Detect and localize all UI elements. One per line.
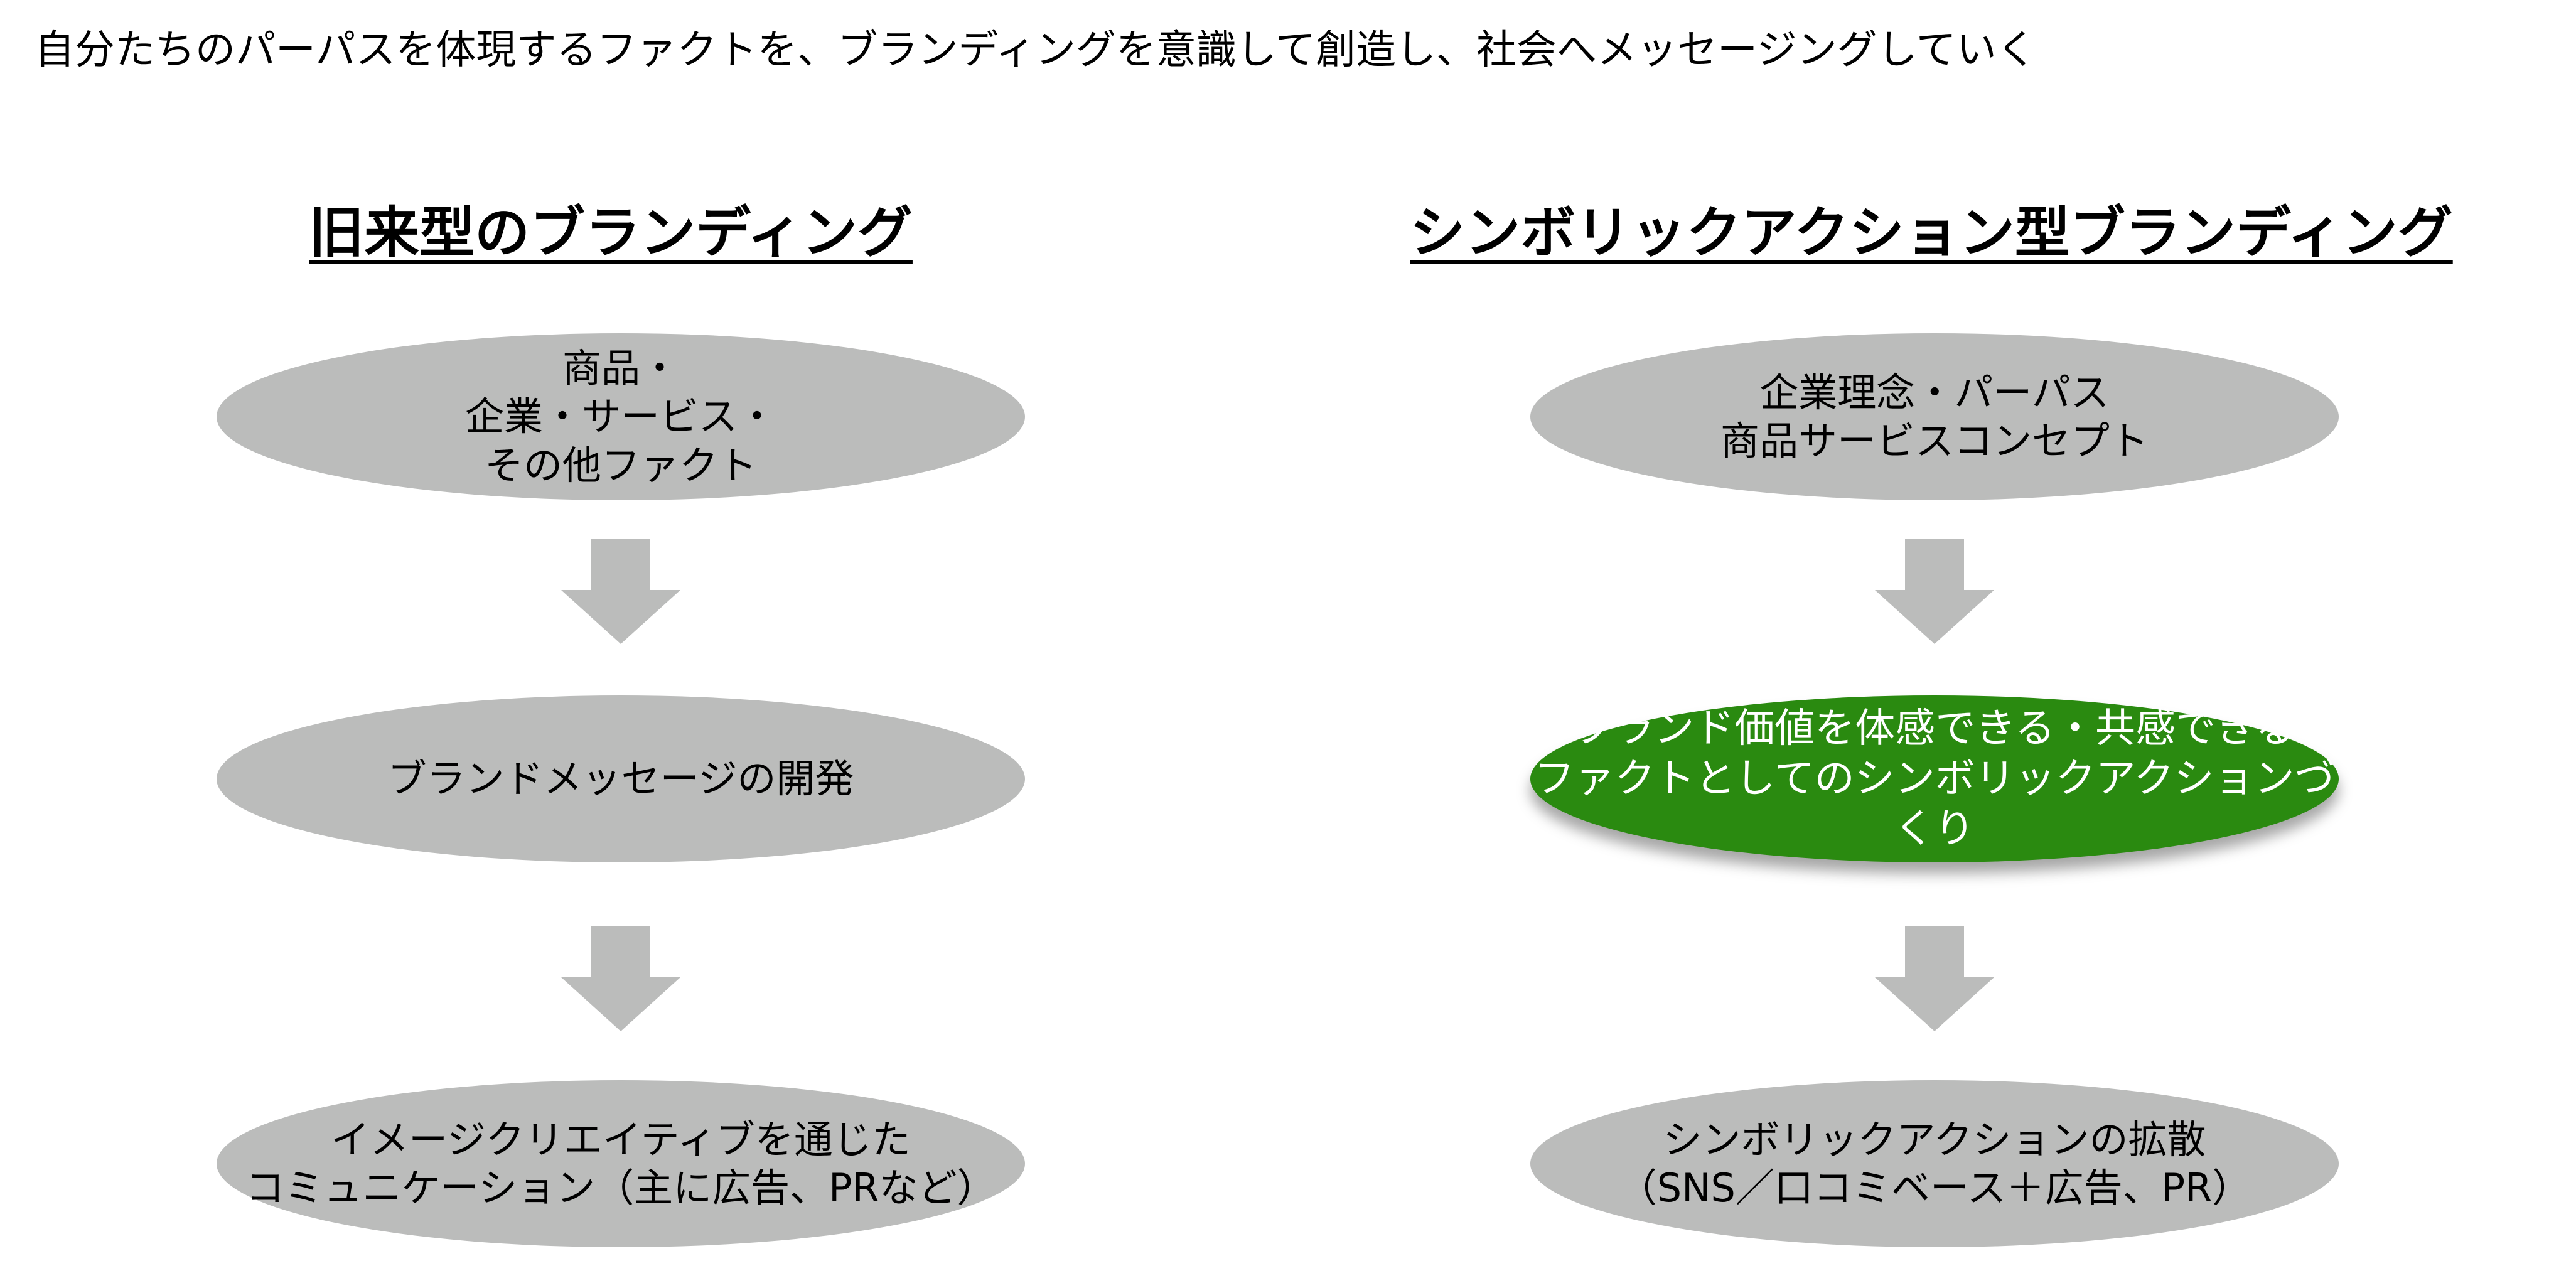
step-text: ブランドメッセージの開発 — [387, 756, 854, 802]
step-text: 商品サービスコンセプト — [1720, 418, 2149, 464]
step-text: 企業・サービス・ — [464, 394, 776, 440]
step-text: 商品・ — [562, 345, 679, 391]
step-text: シンボリックアクションの拡散 — [1663, 1116, 2206, 1162]
left-step-3-ellipse: イメージクリエイティブを通じた コミュニケーション（主に広告、PRなど） — [217, 1080, 1025, 1247]
left-step-1-ellipse: 商品・ 企業・サービス・ その他ファクト — [217, 333, 1025, 500]
step-text: その他ファクト — [484, 442, 757, 488]
down-arrow-icon — [561, 926, 680, 1031]
headline: 自分たちのパーパスを体現するファクトを、ブランディングを意識して創造し、社会へメ… — [35, 27, 2037, 73]
step-text: （SNS／口コミベース＋広告、PR） — [1618, 1165, 2251, 1211]
down-arrow-icon — [1875, 926, 1994, 1031]
right-step-2-ellipse-highlighted: ブランド価値を体感できる・共感できる ファクトとしてのシンボリックアクションづく… — [1530, 695, 2339, 862]
right-column-title: シンボリックアクション型ブランディング — [1410, 200, 2453, 265]
left-step-2-ellipse: ブランドメッセージの開発 — [217, 695, 1025, 862]
right-step-1-ellipse: 企業理念・パーパス 商品サービスコンセプト — [1530, 333, 2339, 500]
step-text: 企業理念・パーパス — [1759, 369, 2110, 416]
step-text: ファクトとしてのシンボリックアクションづくり — [1534, 756, 2335, 852]
step-text: ブランド価値を体感できる・共感できる — [1574, 706, 2295, 752]
right-step-3-ellipse: シンボリックアクションの拡散 （SNS／口コミベース＋広告、PR） — [1530, 1080, 2339, 1247]
down-arrow-icon — [1875, 539, 1994, 644]
left-column-title: 旧来型のブランディング — [309, 200, 913, 265]
down-arrow-icon — [561, 539, 680, 644]
step-text: コミュニケーション（主に広告、PRなど） — [245, 1165, 996, 1211]
step-text: イメージクリエイティブを通じた — [331, 1116, 911, 1162]
